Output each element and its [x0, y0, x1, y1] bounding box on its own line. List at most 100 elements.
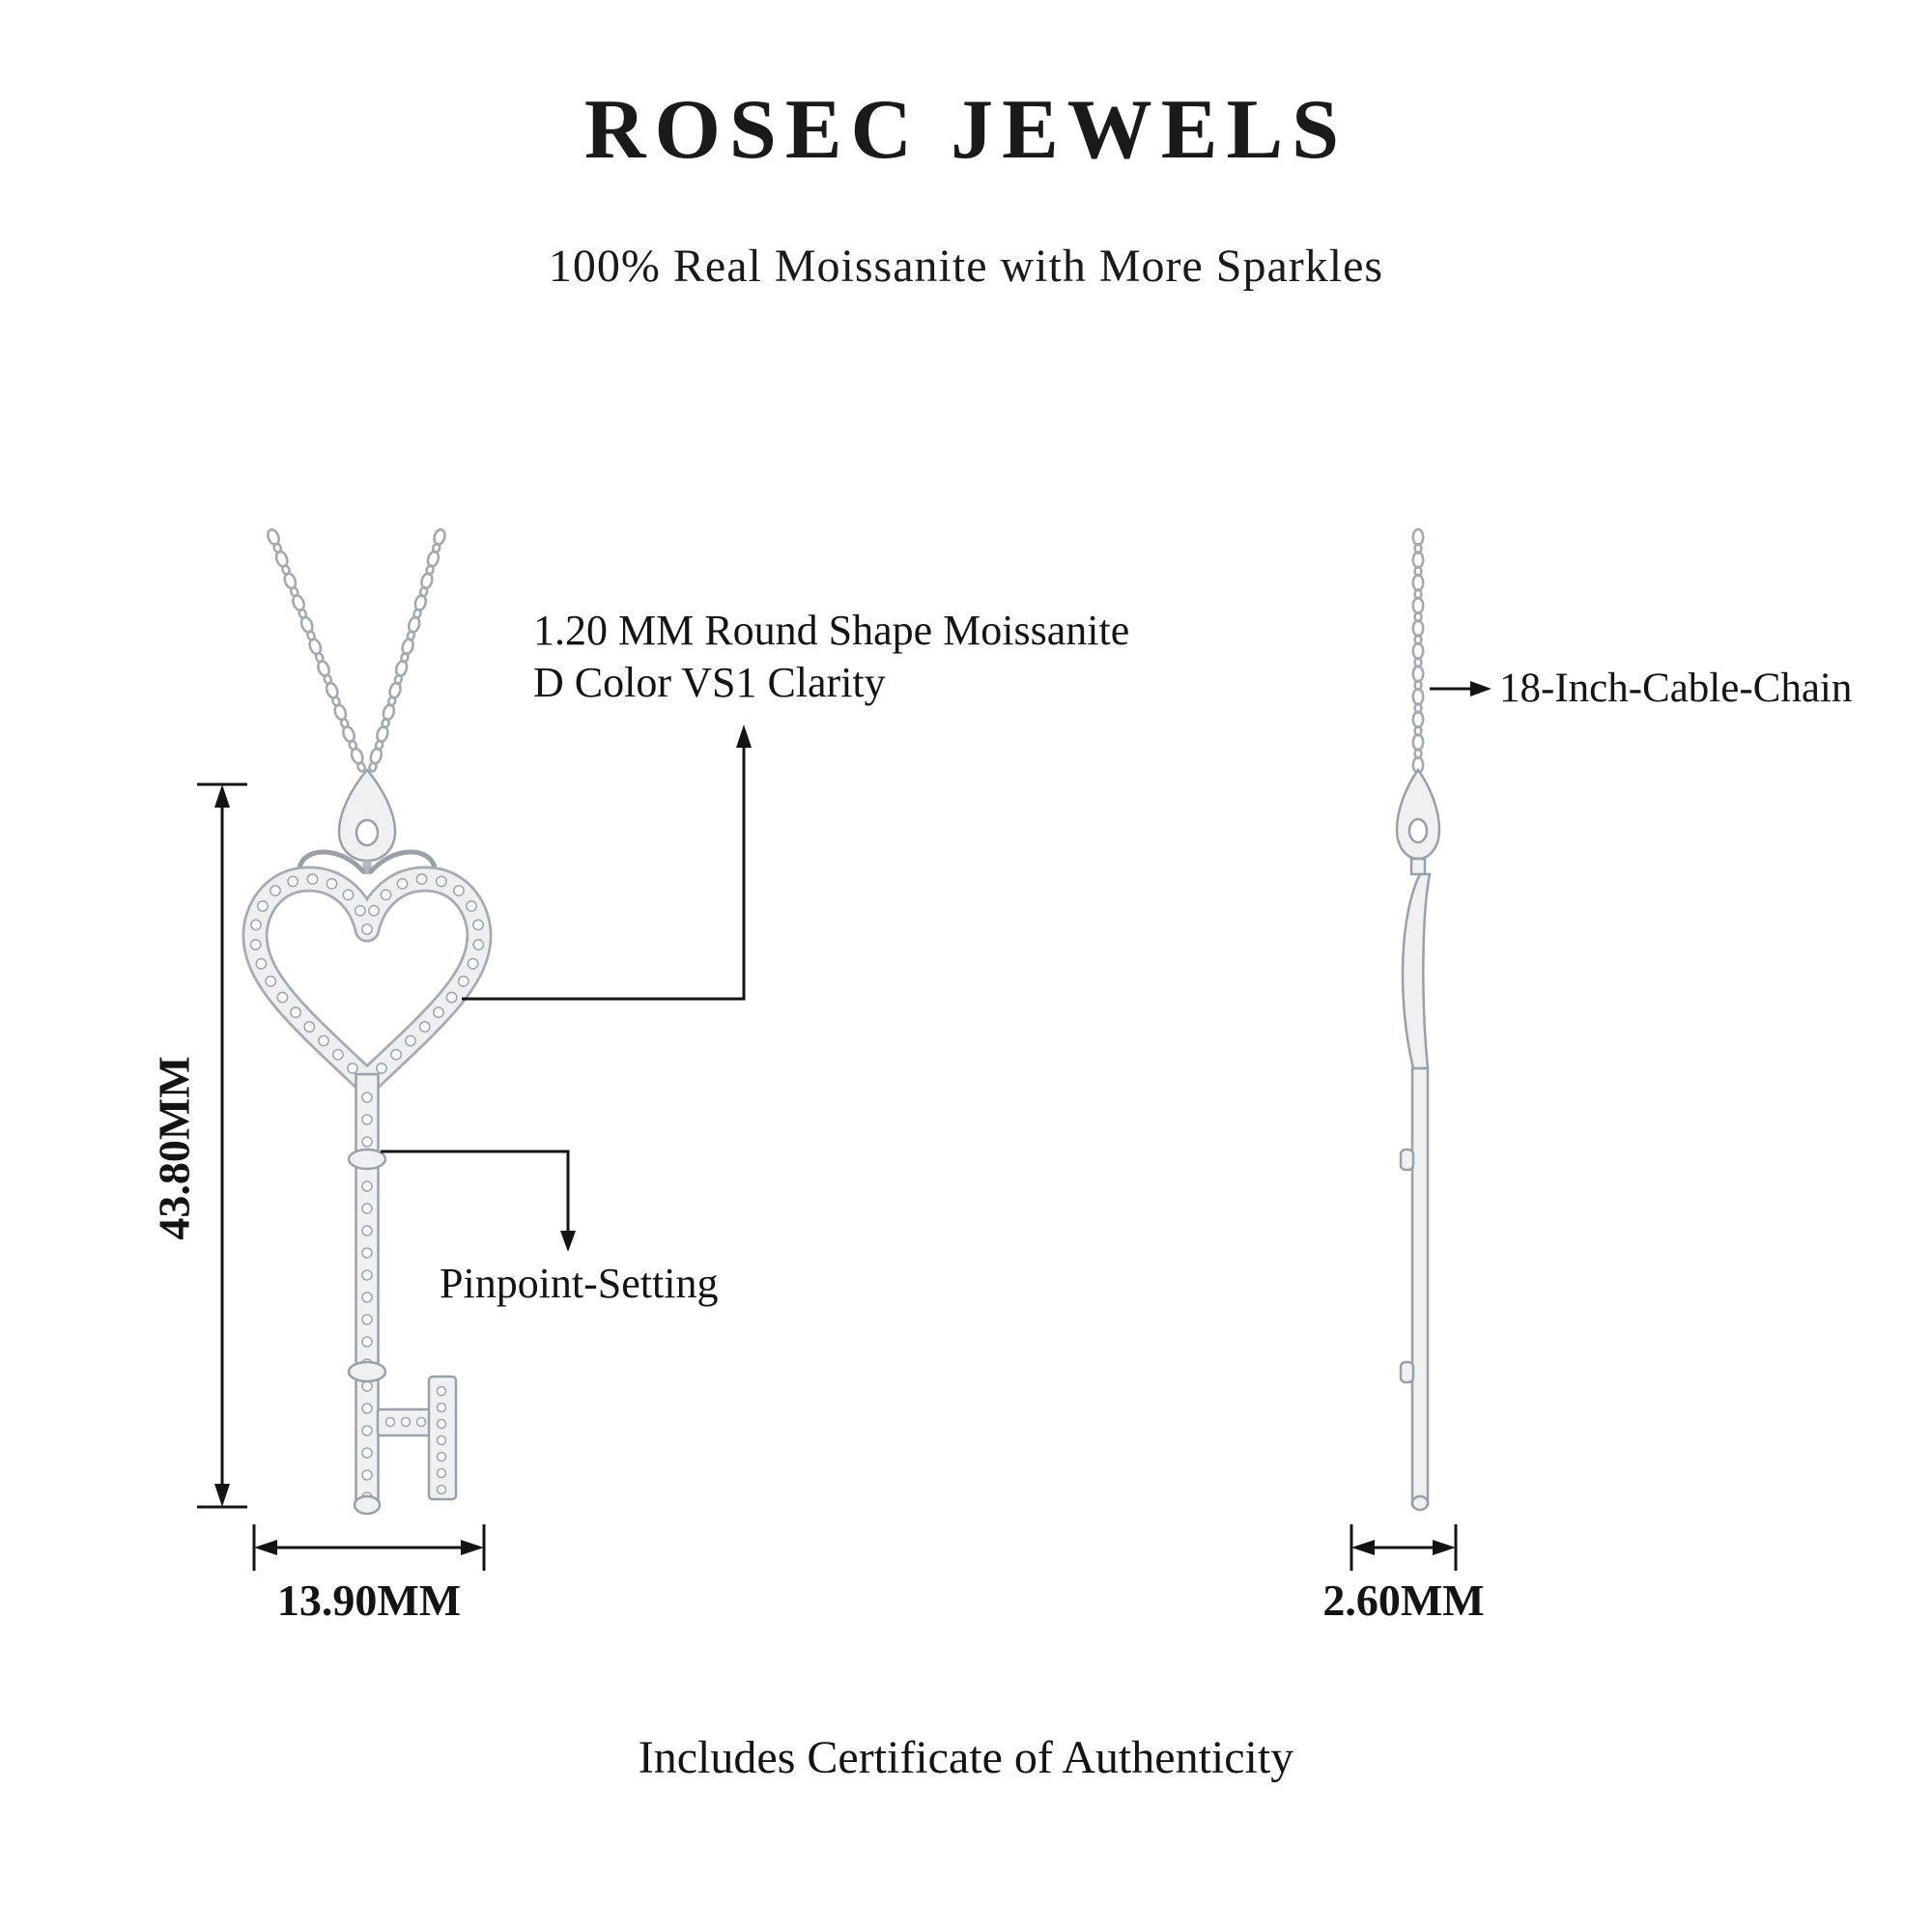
stone-annotation-line1: 1.20 MM Round Shape Moissanite [533, 607, 1130, 654]
moissanite-stone [405, 1035, 416, 1047]
moissanite-stone [472, 919, 484, 931]
moissanite-stone [380, 889, 392, 901]
chain-link [1411, 551, 1425, 569]
moissanite-stone [276, 991, 289, 1004]
moissanite-stone [400, 1416, 412, 1428]
moissanite-stone [361, 1469, 373, 1481]
moissanite-stone [361, 1114, 373, 1125]
thickness-dimension-lines [1350, 1524, 1458, 1571]
chain-link [368, 761, 378, 773]
arrow-right-icon [461, 1540, 484, 1555]
arrow-down-icon [560, 1231, 576, 1252]
moissanite-stone [415, 1416, 427, 1428]
leader-line [381, 1150, 570, 1233]
moissanite-stone [368, 904, 381, 917]
moissanite-stone [354, 904, 366, 917]
moissanite-stone [436, 1435, 447, 1446]
stone-annotation-line2: D Color VS1 Clarity [533, 658, 886, 706]
chain-link [1411, 573, 1425, 592]
moissanite-stone [457, 975, 469, 987]
bail-front [337, 768, 397, 863]
thickness-dimension-label: 2.60MM [1322, 1576, 1485, 1625]
stone-annotation-leader [462, 724, 752, 1001]
moissanite-stone [361, 1425, 373, 1436]
chain-link [1411, 527, 1425, 547]
moissanite-stone [255, 957, 268, 970]
shaft-collar-upper [347, 1148, 387, 1171]
bail-neck-side [1409, 857, 1427, 876]
bail-hole-side [1407, 817, 1429, 844]
moissanite-stone [436, 1402, 447, 1413]
chain-link [1411, 665, 1425, 683]
moissanite-stone [287, 875, 299, 888]
moissanite-stone [331, 1048, 344, 1061]
moissanite-stone [303, 1021, 316, 1033]
moissanite-stone [347, 1062, 358, 1074]
collar-bump-upper-side [1399, 1148, 1415, 1172]
arrow-up-icon [214, 784, 230, 808]
side-view-pendant [1395, 527, 1441, 1512]
moissanite-stone [445, 991, 458, 1004]
shaft-collar-lower [347, 1360, 387, 1383]
chain-link [1411, 710, 1425, 729]
moissanite-stone [290, 1007, 301, 1019]
moissanite-stone [436, 1385, 447, 1397]
moissanite-stone [361, 1092, 373, 1103]
heart-profile-side [1401, 872, 1432, 1070]
arrow-up-icon [736, 724, 752, 748]
shaft-tip-side [1410, 1494, 1430, 1512]
moissanite-stone [466, 900, 477, 912]
moissanite-stone [361, 1314, 373, 1325]
cable-chain-side [1411, 527, 1425, 775]
moissanite-stone [318, 1035, 329, 1047]
cable-chain-front-right [368, 527, 446, 773]
moissanite-stone [361, 1180, 373, 1192]
moissanite-stone [436, 1418, 447, 1430]
moissanite-stone [361, 923, 373, 935]
moissanite-stone [453, 885, 465, 897]
chain-link [1411, 733, 1425, 752]
moissanite-stone [361, 1269, 373, 1281]
arrow-left-icon [1351, 1540, 1375, 1555]
moissanite-stone [306, 873, 319, 886]
moissanite-stone [257, 900, 269, 912]
arrow-right-icon [1433, 1540, 1456, 1555]
width-dimension-lines [252, 1524, 486, 1571]
heart-moissanite-stones [249, 873, 485, 1088]
front-view-pendant [242, 527, 493, 1516]
chain-annotation: 18-Inch-Cable-Chain [1499, 666, 1853, 711]
arrow-right-icon [1470, 681, 1492, 696]
chain-link [1411, 687, 1425, 706]
moissanite-stone [361, 1447, 373, 1459]
brand-title: ROSEC JEWELS [583, 83, 1349, 177]
shaft-tip [353, 1494, 382, 1516]
moissanite-stone [265, 975, 277, 987]
moissanite-stone [361, 1292, 373, 1303]
moissanite-stone [436, 1451, 447, 1463]
moissanite-stone [415, 873, 428, 886]
chain-link [1411, 641, 1425, 661]
moissanite-stone [361, 1136, 373, 1148]
moissanite-stone [418, 1021, 431, 1033]
moissanite-stone [390, 1048, 403, 1061]
tagline: 100% Real Moissanite with More Sparkles [548, 241, 1384, 292]
moissanite-stone [270, 885, 281, 897]
arrow-down-icon [214, 1484, 230, 1507]
moissanite-stone [342, 889, 355, 901]
chain-link [356, 761, 366, 773]
bail-hole-front [355, 818, 380, 847]
height-dimension-lines [197, 782, 247, 1509]
moissanite-stone [396, 877, 409, 890]
moissanite-stone [376, 1062, 387, 1074]
bail-side [1395, 767, 1441, 861]
moissanite-stone [435, 875, 447, 888]
moissanite-stone [250, 919, 262, 931]
stone-annotation: 1.20 MM Round Shape Moissanite D Color V… [533, 605, 1129, 708]
moissanite-stone [326, 877, 338, 890]
moissanite-stone [249, 938, 262, 951]
moissanite-stone [467, 957, 479, 970]
moissanite-stone [361, 1380, 373, 1392]
moissanite-stone [384, 1416, 396, 1428]
